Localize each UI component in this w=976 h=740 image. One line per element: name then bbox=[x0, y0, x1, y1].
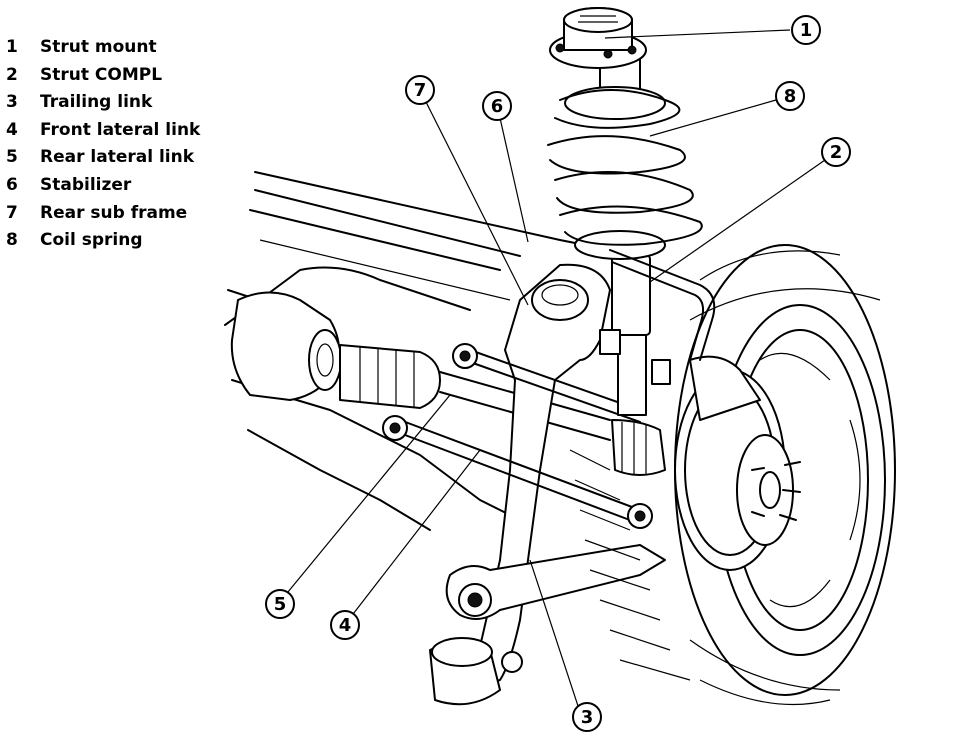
legend-number: 8 bbox=[6, 230, 18, 251]
legend-label: Front lateral link bbox=[40, 119, 201, 140]
callout-label: 1 bbox=[800, 20, 813, 41]
drive-shaft bbox=[339, 344, 666, 476]
legend-number: 5 bbox=[6, 147, 18, 168]
legend-label: Stabilizer bbox=[40, 174, 132, 195]
legend-item-front-lateral-link: 4 Front lateral link bbox=[6, 117, 200, 145]
strut-assembly bbox=[547, 7, 703, 416]
legend-label: Rear lateral link bbox=[40, 147, 195, 168]
callout-label: 3 bbox=[581, 707, 594, 728]
stabilizer bbox=[609, 249, 716, 361]
callout-label: 2 bbox=[830, 142, 843, 163]
legend-label: Strut COMPL bbox=[40, 64, 163, 85]
legend-item-strut-mount: 1 Strut mount bbox=[6, 34, 200, 62]
callout-4: 4 bbox=[330, 610, 360, 640]
legend-number: 3 bbox=[6, 92, 18, 113]
legend-item-rear-sub-frame: 7 Rear sub frame bbox=[6, 200, 200, 228]
leader-lines bbox=[282, 29, 826, 713]
legend-number: 1 bbox=[6, 37, 18, 57]
rear-sub-frame bbox=[429, 263, 611, 706]
legend-number: 6 bbox=[6, 174, 18, 195]
callouts: 1 2 3 4 5 6 7 8 bbox=[265, 15, 851, 732]
legend-label: Coil spring bbox=[40, 230, 143, 251]
legend-item-rear-lateral-link: 5 Rear lateral link bbox=[6, 144, 200, 172]
callout-label: 4 bbox=[339, 615, 352, 636]
legend-label: Rear sub frame bbox=[40, 202, 188, 223]
legend-number: 4 bbox=[6, 119, 18, 140]
legend-item-strut-compl: 2 Strut COMPL bbox=[6, 62, 200, 90]
legend-item-coil-spring: 8 Coil spring bbox=[6, 227, 200, 255]
callout-label: 5 bbox=[274, 594, 287, 615]
legend-number: 7 bbox=[6, 202, 18, 223]
legend-label: Strut mount bbox=[40, 37, 157, 57]
lateral-links bbox=[382, 343, 653, 529]
legend-item-stabilizer: 6 Stabilizer bbox=[6, 172, 200, 200]
callout-2: 2 bbox=[821, 137, 851, 167]
callout-3: 3 bbox=[572, 702, 602, 732]
legend-item-trailing-link: 3 Trailing link bbox=[6, 89, 200, 117]
callout-label: 7 bbox=[414, 80, 427, 101]
callout-1: 1 bbox=[791, 15, 821, 45]
callout-5: 5 bbox=[265, 589, 295, 619]
callout-label: 8 bbox=[784, 86, 797, 107]
parts-legend: 1 Strut mount 2 Strut COMPL 3 Trailing link… bbox=[6, 34, 200, 255]
callout-label: 6 bbox=[491, 96, 504, 117]
trailing-link bbox=[445, 544, 666, 673]
brake-hub bbox=[674, 355, 801, 571]
callout-7: 7 bbox=[405, 75, 435, 105]
callout-6: 6 bbox=[482, 91, 512, 121]
legend-label: Trailing link bbox=[40, 92, 153, 113]
callout-8: 8 bbox=[775, 81, 805, 111]
legend-number: 2 bbox=[6, 64, 18, 85]
differential bbox=[230, 291, 342, 401]
